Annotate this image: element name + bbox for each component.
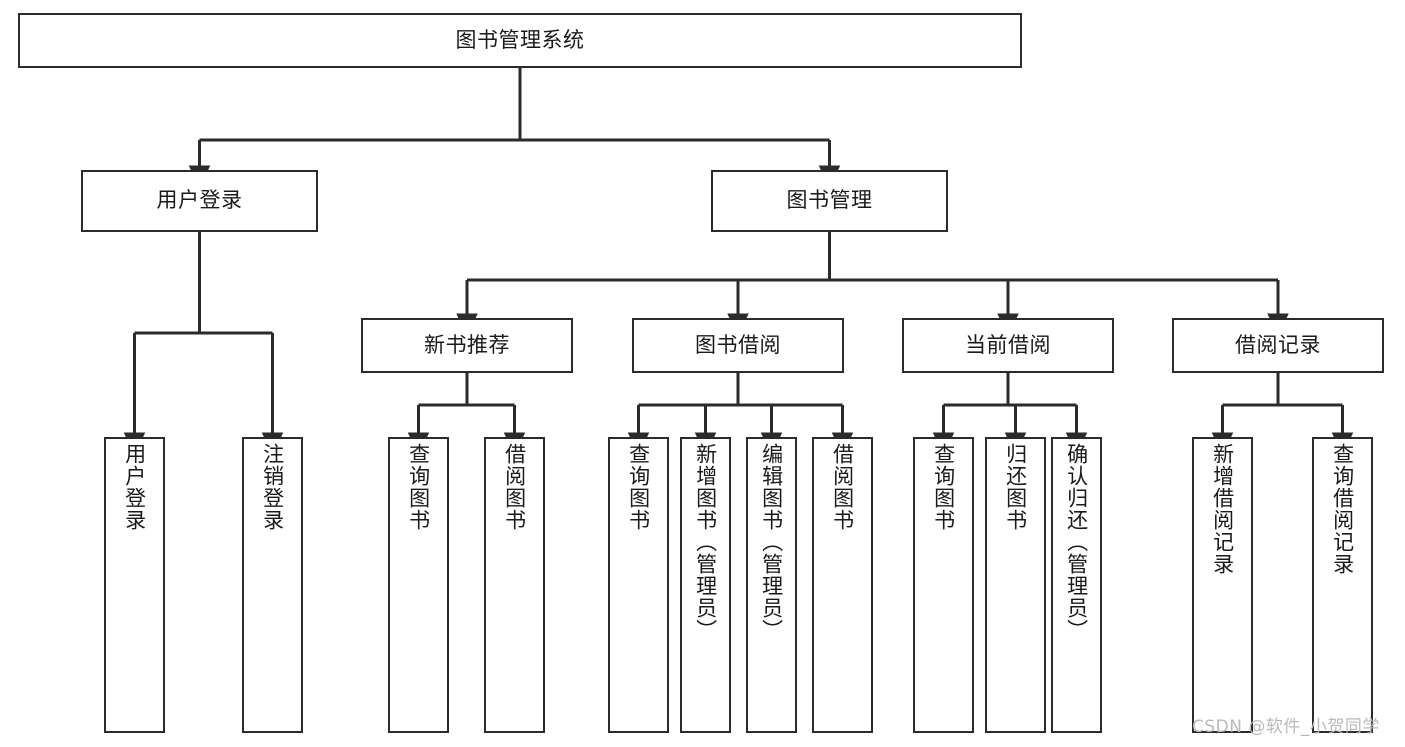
node-leaf-logout[interactable]: 注销登录 — [242, 437, 303, 733]
node-leaf-return-books[interactable]: 归还图书 — [985, 437, 1046, 733]
node-user-login[interactable]: 用户登录 — [81, 170, 318, 232]
node-label: 注销登录 — [260, 443, 285, 531]
node-leaf-borrow-books-recommendation[interactable]: 借阅图书 — [484, 437, 545, 733]
node-current-borrowing[interactable]: 当前借阅 — [902, 318, 1114, 373]
node-leaf-confirm-return-admin[interactable]: 确认归还（管理员） — [1051, 437, 1102, 733]
node-label: 查询图书 — [626, 443, 651, 531]
node-label: 编辑图书（管理员） — [759, 443, 784, 641]
node-label: 图书借阅 — [695, 332, 781, 357]
node-label: 借阅图书 — [830, 443, 855, 531]
csdn-watermark: CSDN @软件_小贺同学 — [1192, 717, 1380, 737]
node-leaf-query-books-recommendation[interactable]: 查询图书 — [388, 437, 449, 733]
node-book-management[interactable]: 图书管理 — [711, 170, 948, 232]
node-label: 新增借阅记录 — [1210, 443, 1235, 575]
node-label: 新书推荐 — [424, 332, 510, 357]
node-label: 用户登录 — [122, 443, 147, 531]
node-leaf-user-login[interactable]: 用户登录 — [104, 437, 165, 733]
node-leaf-add-borrowing-record[interactable]: 新增借阅记录 — [1192, 437, 1253, 733]
node-leaf-query-books-borrowing[interactable]: 查询图书 — [608, 437, 669, 733]
node-label: 查询借阅记录 — [1330, 443, 1355, 575]
node-leaf-add-book-admin[interactable]: 新增图书（管理员） — [680, 437, 731, 733]
node-label: 借阅图书 — [502, 443, 527, 531]
node-label: 确认归还（管理员） — [1064, 443, 1089, 641]
node-new-book-recommendation[interactable]: 新书推荐 — [361, 318, 573, 373]
node-label: 新增图书（管理员） — [693, 443, 718, 641]
node-root-book-management-system[interactable]: 图书管理系统 — [18, 13, 1022, 68]
node-label: 当前借阅 — [965, 332, 1051, 357]
node-leaf-borrow-books[interactable]: 借阅图书 — [812, 437, 873, 733]
node-label: 用户登录 — [156, 188, 243, 213]
node-leaf-query-borrowing-record[interactable]: 查询借阅记录 — [1312, 437, 1373, 733]
node-label: 借阅记录 — [1235, 332, 1321, 357]
node-leaf-query-books-current[interactable]: 查询图书 — [913, 437, 974, 733]
node-book-borrowing[interactable]: 图书借阅 — [632, 318, 844, 373]
node-label: 图书管理 — [786, 188, 873, 213]
node-label: 查询图书 — [406, 443, 431, 531]
node-label: 归还图书 — [1003, 443, 1028, 531]
node-label: 图书管理系统 — [455, 27, 585, 52]
node-borrowing-records[interactable]: 借阅记录 — [1172, 318, 1384, 373]
node-leaf-edit-book-admin[interactable]: 编辑图书（管理员） — [746, 437, 797, 733]
node-label: 查询图书 — [931, 443, 956, 531]
